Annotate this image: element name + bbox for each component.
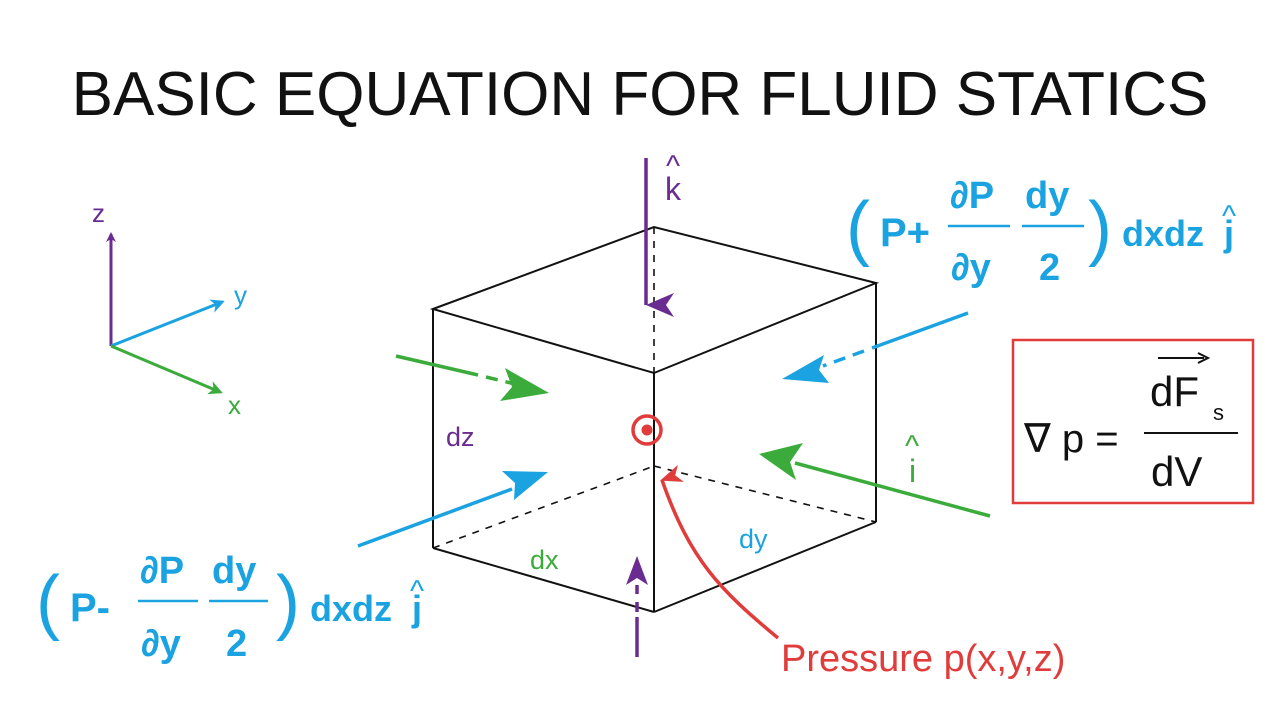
force-minus-frac2-num: dy bbox=[212, 550, 256, 592]
force-minus-j: j bbox=[411, 588, 422, 629]
force-plus-denominator: ∂y bbox=[951, 247, 991, 289]
force-minus-expression: ( P- ∂P ∂y dy 2 ) dxdz ^ j bbox=[36, 550, 424, 665]
diagram-title: BASIC EQUATION FOR FLUID STATICS bbox=[71, 60, 1209, 129]
force-plus-lead: P+ bbox=[880, 211, 930, 255]
pressure-point-marker bbox=[631, 414, 663, 446]
i-unit-label: i bbox=[909, 453, 916, 489]
force-plus-frac2-num: dy bbox=[1025, 175, 1069, 217]
equation-subscript: s bbox=[1213, 400, 1224, 425]
cube-edge bbox=[432, 547, 655, 613]
force-plus-expression: ( P+ ∂P ∂y dy 2 ) dxdz ^ j bbox=[846, 175, 1236, 289]
dz-label: dz bbox=[446, 422, 475, 452]
k-unit-label: k bbox=[665, 171, 682, 207]
x-axis-label: x bbox=[228, 390, 241, 420]
upper-blue-arrowhead bbox=[782, 355, 829, 383]
x-axis-line bbox=[110, 344, 223, 395]
equation-denominator: dV bbox=[1151, 448, 1202, 495]
cube-dimension-labels: dz dx dy bbox=[446, 422, 768, 575]
force-plus-open-paren: ( bbox=[846, 188, 870, 268]
vector-arrow-head bbox=[1197, 352, 1211, 364]
j-force-arrows bbox=[357, 311, 969, 548]
dx-label: dx bbox=[530, 545, 559, 575]
cube-hidden-edges bbox=[432, 227, 877, 549]
fluid-element-cube bbox=[429, 225, 880, 613]
force-plus-j: j bbox=[1223, 213, 1234, 254]
force-minus-numerator: ∂P bbox=[140, 550, 184, 592]
unit-vector-labels: ^ k ^ i bbox=[665, 150, 919, 489]
y-axis-line bbox=[110, 299, 225, 348]
k-hat-symbol: ^ bbox=[666, 150, 680, 183]
force-minus-suffix: dxdz bbox=[310, 588, 392, 629]
equation-numerator: dF bbox=[1150, 368, 1199, 415]
i-hat-symbol: ^ bbox=[905, 430, 919, 463]
force-minus-open-paren: ( bbox=[36, 562, 60, 642]
force-minus-frac2-den: 2 bbox=[226, 623, 247, 665]
force-minus-close-paren: ) bbox=[276, 562, 300, 642]
cube-edge bbox=[653, 521, 877, 613]
z-axis-label: z bbox=[92, 198, 105, 228]
right-green-arrowhead bbox=[759, 443, 803, 480]
gradient-equation-box: ∇ p = dF s dV bbox=[1011, 338, 1255, 505]
force-minus-j-hat: ^ bbox=[410, 575, 424, 608]
force-plus-suffix: dxdz bbox=[1122, 213, 1204, 254]
force-minus-denominator: ∂y bbox=[141, 623, 181, 665]
y-axis-label: y bbox=[234, 280, 247, 310]
left-green-arrowhead bbox=[500, 368, 549, 401]
dy-label: dy bbox=[739, 524, 768, 554]
i-force-arrows bbox=[395, 354, 991, 518]
force-plus-j-hat: ^ bbox=[1222, 200, 1236, 233]
pressure-label: Pressure p(x,y,z) bbox=[781, 638, 1065, 680]
coordinate-axes: z y x bbox=[92, 198, 247, 420]
force-plus-close-paren: ) bbox=[1088, 188, 1112, 268]
force-plus-frac2-den: 2 bbox=[1039, 247, 1060, 289]
pressure-pointer-arrow bbox=[660, 464, 780, 640]
force-plus-numerator: ∂P bbox=[950, 175, 994, 217]
bottom-k-arrowhead bbox=[626, 556, 648, 585]
equation-lhs: ∇ p = bbox=[1023, 417, 1119, 461]
k-force-arrows bbox=[626, 158, 674, 657]
force-minus-lead: P- bbox=[70, 586, 110, 630]
lower-blue-arrowhead bbox=[502, 471, 548, 500]
equation-border bbox=[1011, 338, 1255, 505]
